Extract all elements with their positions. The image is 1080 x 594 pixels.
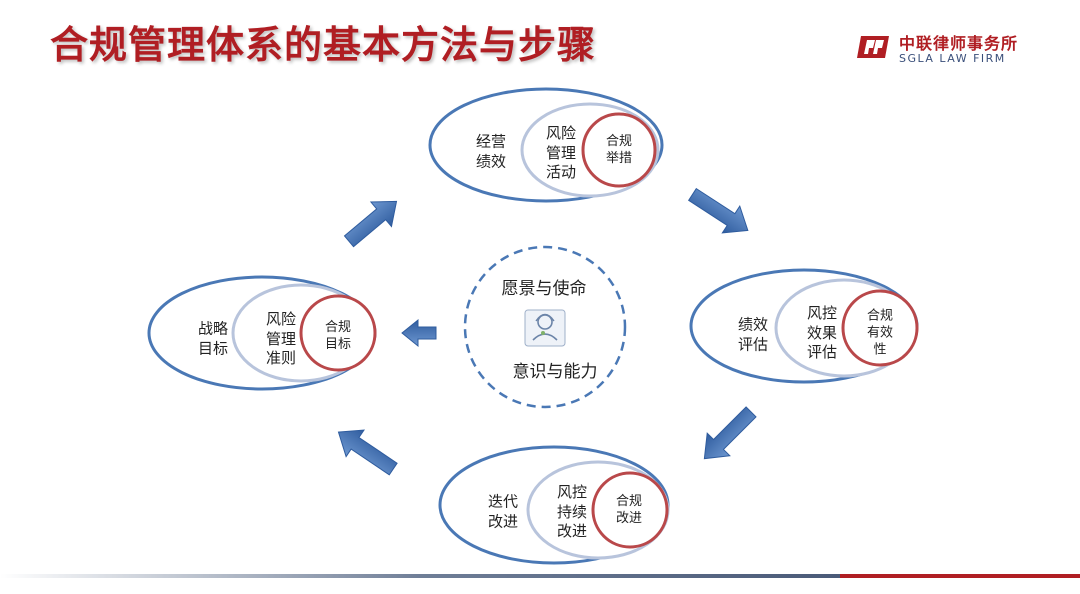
stage-top	[428, 87, 664, 203]
stage-right-inner-label: 合规有效性	[866, 308, 894, 358]
center-dashed-circle	[463, 245, 627, 409]
stage-left-outer-label: 战略目标	[197, 319, 229, 358]
center-bottom-label: 意识与能力	[512, 361, 598, 382]
firm-logo: 中联律师事务所 SGLA LAW FIRM	[855, 30, 1045, 70]
stage-left-middle-label: 风险管理准则	[265, 309, 297, 367]
arrow-left-to-top	[343, 200, 398, 248]
center-top-label: 愿景与使命	[501, 278, 587, 299]
arrow-bottom-to-left	[337, 429, 398, 476]
firm-name-en: SGLA LAW FIRM	[899, 52, 1006, 65]
stage-right-inner-circle	[841, 289, 919, 367]
stage-bottom	[438, 445, 670, 565]
firm-name-cn: 中联律师事务所	[899, 34, 1019, 53]
stage-bottom-inner-circle	[591, 471, 669, 549]
stage-bottom-outer-label: 迭代改进	[487, 492, 519, 531]
stage-top-middle-label: 风险管理活动	[545, 123, 577, 181]
stage-bottom-middle-label: 风控持续改进	[556, 482, 588, 540]
stage-top-inner-circle	[581, 112, 657, 188]
stage-top-outer-label: 经营绩效	[475, 132, 507, 171]
arrow-top-to-right	[687, 187, 749, 234]
stage-right-outer-label: 绩效评估	[737, 315, 769, 354]
firm-logo-mark-icon	[857, 36, 889, 58]
arrow-right-to-bottom	[703, 406, 757, 460]
stage-right	[689, 268, 919, 384]
stage-left-inner-label: 合规目标	[324, 320, 352, 352]
stage-right-middle-label: 风控效果评估	[806, 303, 838, 361]
stage-top-inner-label: 合规举措	[605, 134, 633, 166]
page-title: 合规管理体系的基本方法与步骤	[50, 22, 597, 67]
person-headset-icon	[524, 309, 566, 347]
stage-left	[147, 275, 377, 391]
arrow-center-to-left	[401, 318, 437, 348]
stage-left-inner-circle	[299, 294, 377, 372]
footer-divider	[0, 574, 1080, 578]
stage-bottom-inner-label: 合规改进	[615, 494, 643, 526]
